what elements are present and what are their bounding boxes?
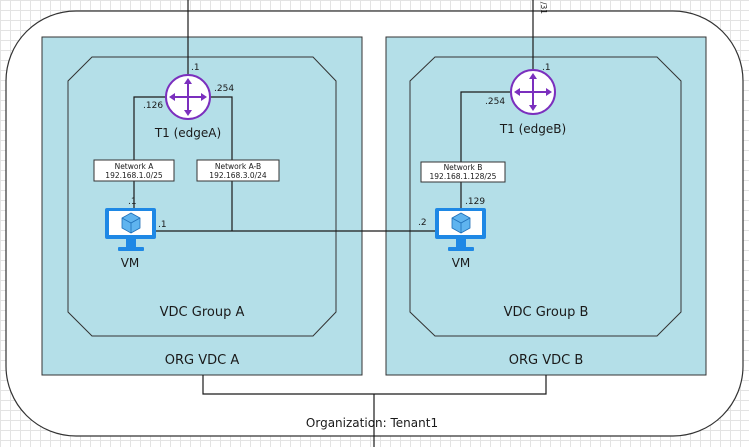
vm-a-top-ip: .1 <box>128 197 137 207</box>
router-b-name: T1 (edgeB) <box>499 122 566 136</box>
vm-b <box>435 208 486 251</box>
router-arrows-icon <box>169 78 207 116</box>
vdc-group-b-octagon <box>409 56 682 337</box>
router-edgeB <box>510 69 556 115</box>
vdc-group-b-label: VDC Group B <box>504 305 589 320</box>
network-ab-cidr: 192.168.3.0/24 <box>209 171 267 180</box>
vm-b-side-ip: .2 <box>418 218 427 228</box>
router-b-left-ip: .254 <box>485 97 505 107</box>
network-ab-box <box>196 159 280 182</box>
edgeA-to-network-ab-line <box>209 96 233 231</box>
org-vdc-a-label: ORG VDC A <box>165 353 240 368</box>
organization-label: Organization: Tenant1 <box>306 416 438 430</box>
network-b-box <box>420 161 506 183</box>
router-b-uplink-ip: .1 <box>542 63 551 73</box>
vdc-group-a-label: VDC Group A <box>160 305 245 320</box>
network-a-box <box>93 159 175 182</box>
router-a-name: T1 (edgeA) <box>154 126 221 140</box>
router-edgeA <box>165 74 211 120</box>
org-vdc-b-label: ORG VDC B <box>509 353 584 368</box>
router-a-left-ip: .126 <box>143 101 163 111</box>
network-a-name: Network A <box>115 162 155 171</box>
network-b-cidr: 192.168.1.128/25 <box>430 172 497 181</box>
vm-a <box>105 208 156 251</box>
vm-b-label: VM <box>452 256 471 270</box>
router-a-right-ip: .254 <box>214 84 234 94</box>
network-a-cidr: 192.168.1.0/25 <box>105 171 163 180</box>
vm-a-label: VM <box>121 256 140 270</box>
network-ab-name: Network A-B <box>215 162 261 171</box>
vm-a-side-ip: .1 <box>158 220 167 230</box>
router-arrows-icon <box>514 73 552 111</box>
network-b-name: Network B <box>444 163 483 172</box>
router-a-uplink-ip: .1 <box>191 63 200 73</box>
top-right-cut-label: /31 <box>539 2 548 14</box>
vm-b-top-ip: .129 <box>465 197 485 207</box>
vdc-group-a-octagon <box>67 56 337 337</box>
